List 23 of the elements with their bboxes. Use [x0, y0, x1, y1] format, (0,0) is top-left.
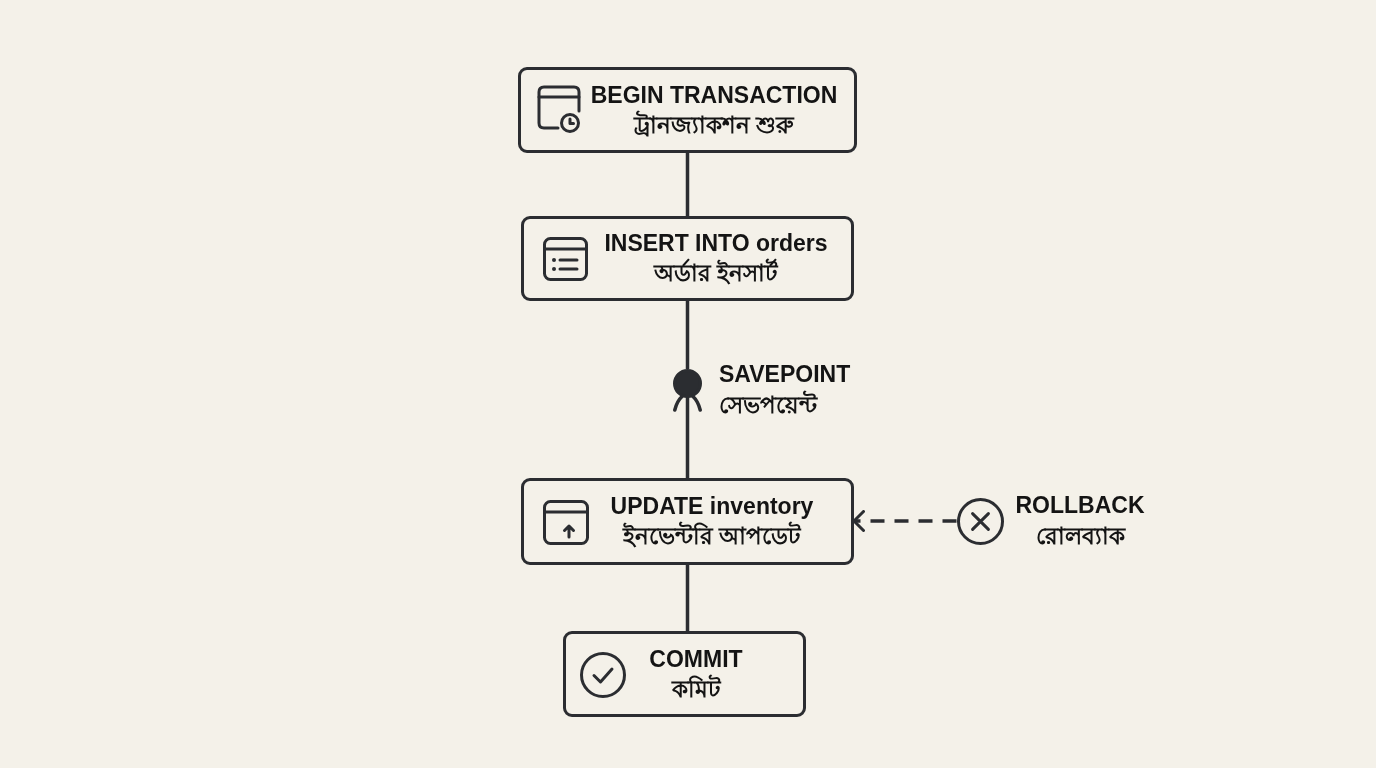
step-subtitle: ট্রানজ্যাকশন শুরু	[633, 109, 795, 140]
dot-marker	[673, 369, 702, 412]
step-subtitle: ইনভেন্টরি আপডেট	[622, 521, 802, 551]
step-title: INSERT INTO orders	[604, 229, 828, 258]
connector-line	[685, 301, 690, 369]
step-title: UPDATE inventory	[610, 492, 814, 521]
side-subtitle: রোলব্যাক	[1035, 522, 1125, 551]
connector-line	[685, 565, 690, 631]
step-subtitle: অর্ডার ইনসার্ট	[653, 258, 779, 288]
side-title: ROLLBACK	[1015, 491, 1145, 520]
step-title: COMMIT	[649, 644, 743, 674]
connector-line	[685, 153, 690, 216]
step-subtitle: কমিট	[671, 673, 721, 704]
process-box	[521, 216, 854, 301]
dashed-arrow	[852, 510, 957, 532]
x-circle-icon	[956, 497, 1004, 545]
process-box	[518, 67, 857, 153]
side-title: SAVEPOINT	[719, 360, 851, 389]
process-box	[521, 478, 854, 565]
connector-line	[685, 412, 690, 478]
process-box	[563, 631, 806, 717]
step-title: BEGIN TRANSACTION	[590, 80, 838, 110]
side-subtitle: সেভপয়েন্ট	[719, 390, 817, 420]
